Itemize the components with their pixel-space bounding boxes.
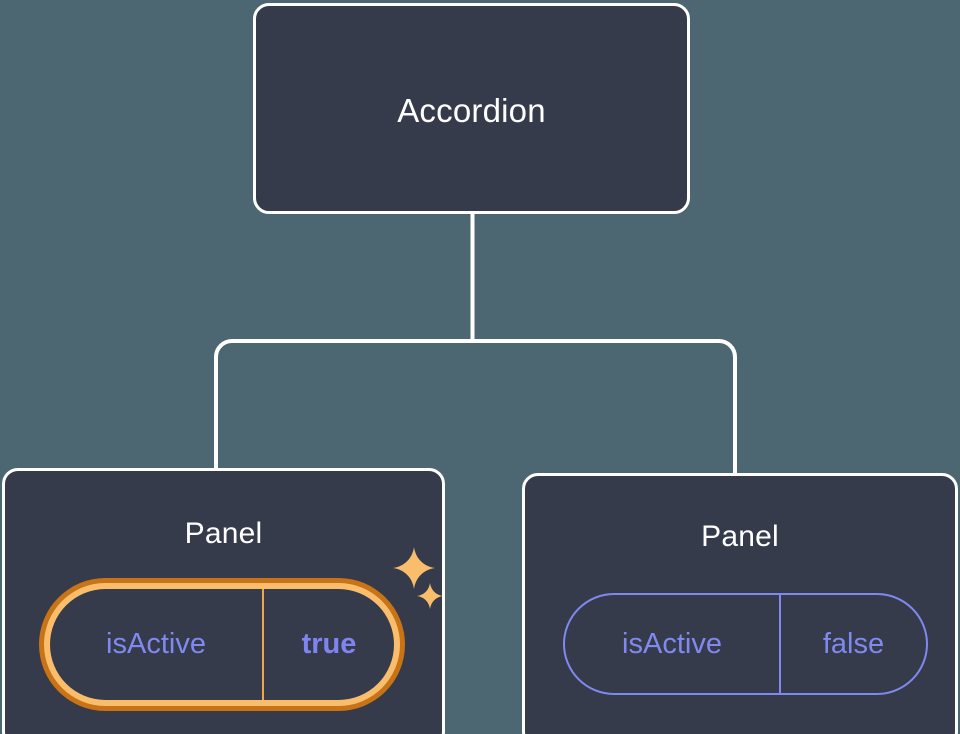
connector-children-bus — [214, 339, 737, 473]
prop-key: isActive — [565, 595, 781, 693]
tree-node-accordion[interactable]: Accordion — [253, 3, 690, 214]
prop-key: isActive — [50, 589, 264, 700]
node-title: Panel — [701, 520, 779, 553]
sparkle-icon — [417, 583, 443, 609]
prop-pill-isactive-false[interactable]: isActive false — [563, 593, 928, 695]
tree-node-panel-inactive[interactable]: Panel isActive false — [522, 473, 958, 734]
prop-pill-isactive-true[interactable]: isActive true — [39, 578, 405, 711]
prop-value: false — [822, 627, 885, 660]
prop-value: true — [301, 628, 357, 660]
sparkle-icon — [393, 547, 435, 589]
tree-node-panel-active[interactable]: Panel isActive true — [2, 468, 445, 734]
highlight-ring: isActive true — [44, 583, 400, 706]
node-title: Accordion — [397, 92, 546, 129]
node-title: Panel — [184, 517, 263, 550]
prop-pill-core: isActive true — [50, 589, 394, 700]
